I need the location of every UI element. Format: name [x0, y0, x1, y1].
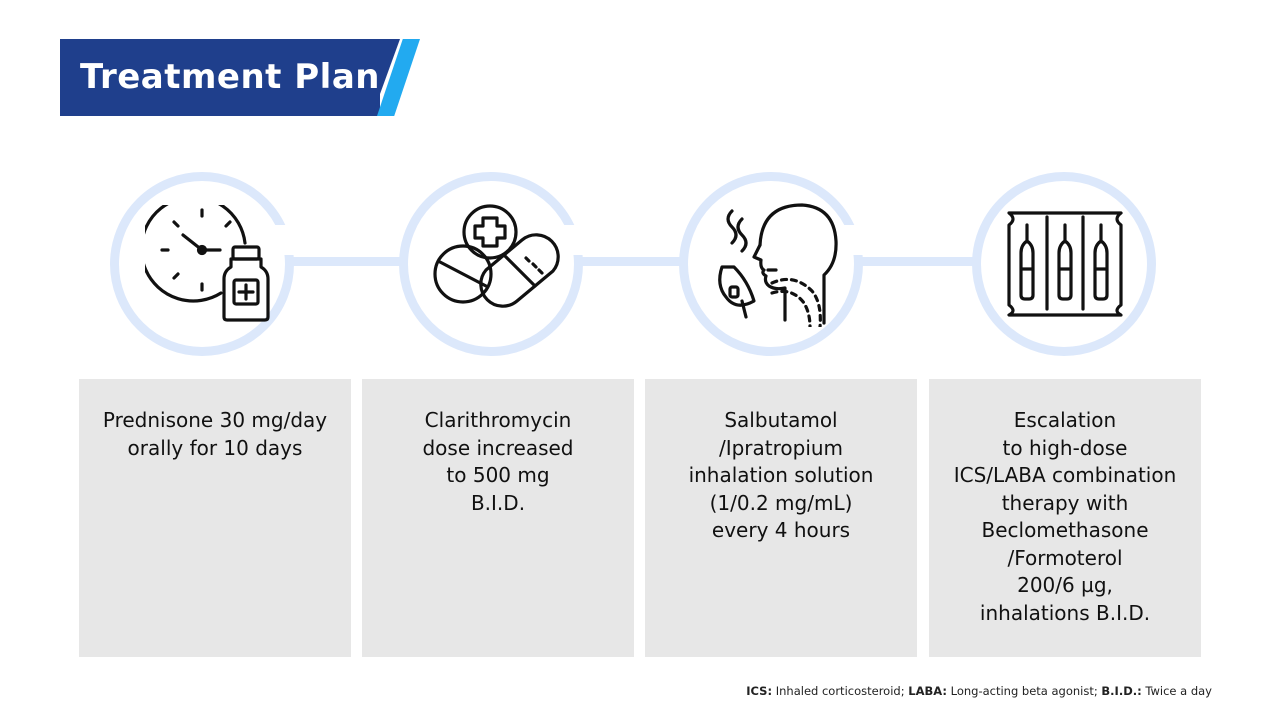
step-1-text-line: Prednisone 30 mg/day — [102, 408, 328, 432]
step-4-text-line: therapy with — [1001, 490, 1129, 515]
step-3-ring-gap — [831, 225, 871, 255]
step-2-text-line: Clarithromycin — [424, 408, 572, 432]
step-2-card: Clarithromycin dose increased to 500 mg B.I… — [362, 379, 634, 657]
step-4-text-line: Escalation — [1013, 408, 1117, 432]
step-3-text-line: inhalation solution — [688, 463, 874, 487]
step-4-text-line: inhalations B.I.D. — [979, 600, 1151, 625]
ampoules-icon — [1007, 211, 1123, 317]
step-4-ring — [972, 172, 1156, 356]
abbreviations-footnote: ICS: Inhaled corticosteroid; LABA: Long-… — [746, 684, 1212, 698]
clock-medicine-bottle-icon — [145, 205, 270, 322]
step-3-text-line: every 4 hours — [711, 518, 851, 542]
step-1-card: Prednisone 30 mg/day orally for 10 days — [79, 379, 351, 657]
footnote-bid-term: B.I.D.: — [1101, 684, 1142, 698]
step-3-text-line: Salbutamol — [724, 408, 838, 432]
step-3-text-line: /Ipratropium — [718, 435, 844, 460]
step-4-text-line: Beclomethasone — [981, 518, 1149, 542]
step-1-ring-gap — [262, 225, 302, 255]
timeline-connector — [290, 257, 990, 266]
pills-capsule-icon — [433, 204, 560, 308]
step-1-text-line: orally for 10 days — [127, 435, 303, 460]
step-1-ring — [110, 172, 294, 356]
footnote-ics-term: ICS: — [746, 684, 773, 698]
step-4-text-line: to high-dose — [1002, 435, 1128, 460]
step-3-card: Salbutamol/Ipratropium inhalation solutio… — [645, 379, 917, 657]
footnote-ics-definition: Inhaled corticosteroid; — [772, 684, 909, 698]
footnote-bid-definition: Twice a day — [1141, 684, 1212, 698]
footnote-laba-term: LABA: — [908, 684, 947, 698]
step-2-text-line: B.I.D. — [470, 490, 526, 515]
page-title: Treatment Plan — [80, 57, 380, 97]
step-4-text-line: /Formoterol — [1007, 545, 1123, 570]
step-2-text-line: to 500 mg — [446, 463, 550, 487]
step-4-text-line: ICS/LABA combination — [953, 463, 1177, 487]
head-inhalation-icon — [718, 203, 838, 327]
step-3-text-line: (1/0.2 mg/mL) — [709, 490, 853, 515]
step-2-text-line: dose increased — [422, 435, 574, 460]
title-banner — [60, 39, 380, 116]
footnote-laba-definition: Long-acting beta agonist; — [946, 684, 1102, 698]
step-4-text-line: 200/6 µg, — [1017, 573, 1113, 597]
